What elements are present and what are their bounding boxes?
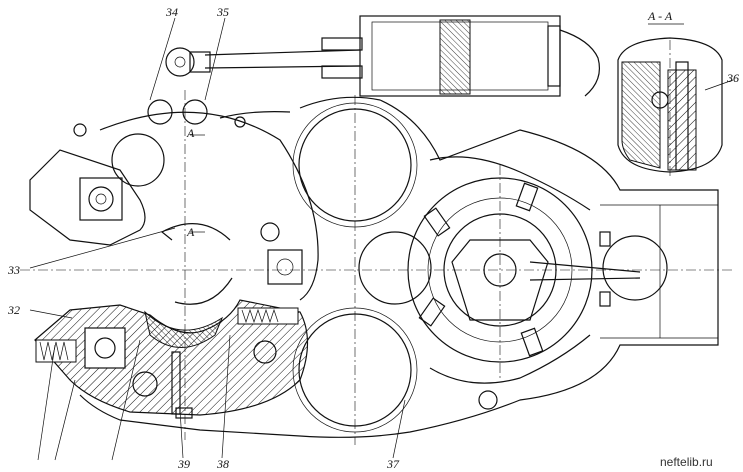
section-mark-bottom: A — [186, 225, 195, 239]
part-label-33: 33 — [7, 263, 20, 277]
part-label-35: 35 — [216, 5, 229, 19]
section-title: A - A — [647, 9, 673, 23]
part-label-36: 36 — [726, 71, 739, 85]
part-label-39: 39 — [177, 457, 190, 471]
part-label-32: 32 — [7, 303, 20, 317]
part-label-34: 34 — [165, 5, 178, 19]
pneumatic-cylinder — [165, 15, 601, 97]
center-lines — [20, 40, 735, 445]
right-rotor — [407, 177, 668, 410]
watermark: neftelib.ru — [660, 455, 713, 469]
left-jaw-assembly — [29, 99, 319, 305]
section-mark-top: A — [186, 126, 195, 140]
section-a-a-inset — [617, 37, 723, 173]
part-label-37: 37 — [386, 457, 400, 471]
leader-lines — [29, 17, 734, 461]
part-label-38: 38 — [216, 457, 229, 471]
main-housing — [79, 96, 719, 438]
gear-wheels — [292, 102, 432, 433]
lower-jaw-hatched — [34, 299, 309, 419]
